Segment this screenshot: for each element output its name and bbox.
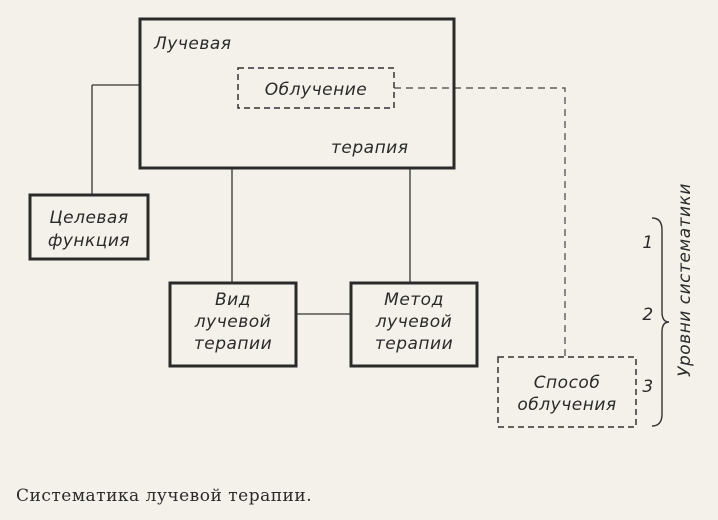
level-mark-2: 2 <box>642 305 653 325</box>
target-function-box <box>28 193 150 261</box>
main-box-bottom-label: терапия <box>331 138 408 158</box>
therapy-method-box <box>349 281 479 368</box>
levels-title: Уровни систематики <box>675 183 695 377</box>
connector-irradiation-dashed <box>394 87 566 357</box>
irradiation-method-box <box>497 356 637 428</box>
therapy-method-line2: лучевой <box>375 312 452 332</box>
target-function-line2: функция <box>48 231 130 251</box>
level-mark-3: 3 <box>642 377 653 397</box>
therapy-type-box <box>168 281 298 368</box>
irradiation-method-line1: Способ <box>534 373 601 393</box>
irradiation-method-line2: облучения <box>517 395 616 415</box>
main-box-top-label: Лучевая <box>153 34 232 54</box>
therapy-method-line1: Метод <box>384 290 444 310</box>
therapy-type-line2: лучевой <box>194 312 271 332</box>
level-mark-1: 1 <box>642 233 653 253</box>
levels-bracket <box>651 217 670 427</box>
irradiation-label: Облучение <box>265 80 367 100</box>
therapy-type-line3: терапии <box>194 334 272 354</box>
irradiation-box <box>237 67 395 109</box>
connectors <box>91 84 411 315</box>
therapy-method-line3: терапии <box>375 334 453 354</box>
main-box <box>138 17 456 170</box>
therapy-type-line1: Вид <box>215 290 251 310</box>
target-function-line1: Целевая <box>49 208 128 228</box>
figure-caption: Систематика лучевой терапии. <box>16 486 313 506</box>
